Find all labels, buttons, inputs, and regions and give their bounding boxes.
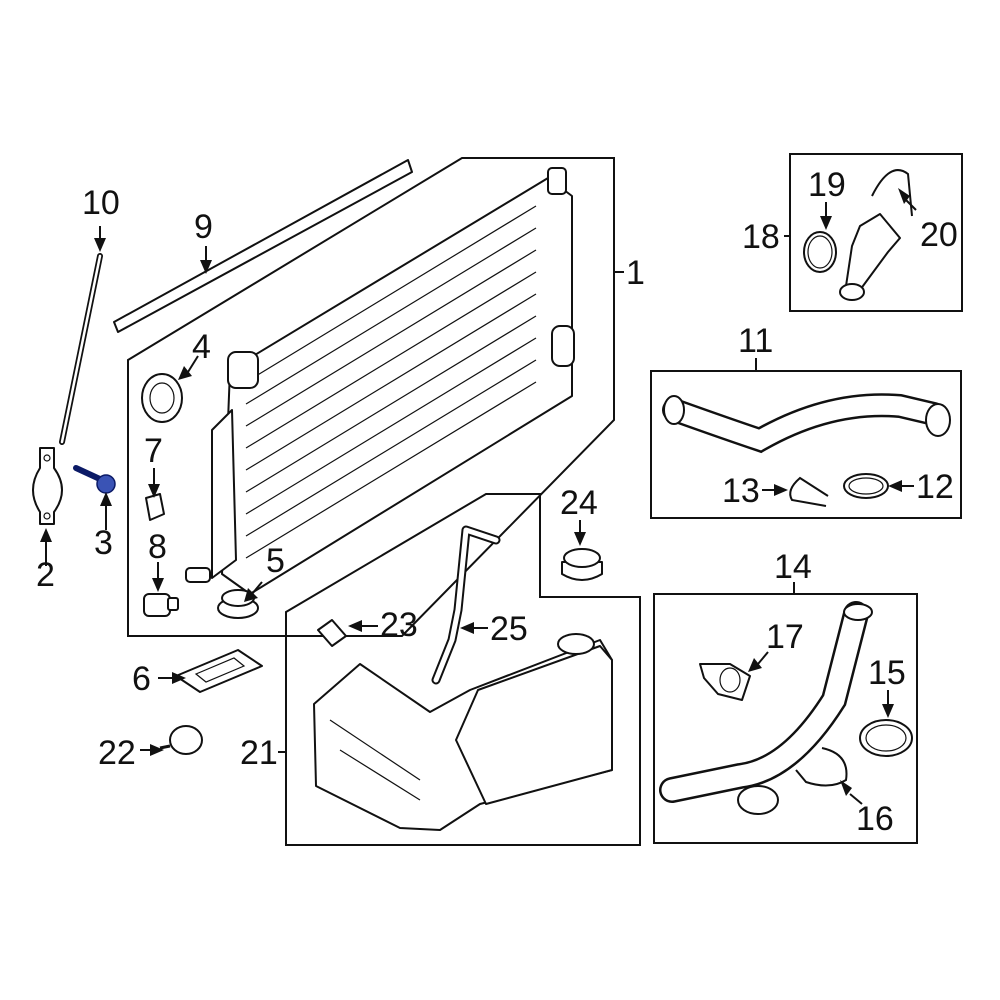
seal-strip[interactable] (113, 159, 413, 333)
thermostat-housing[interactable] (839, 213, 901, 301)
upper-hose-group-box (650, 370, 962, 519)
retainer-clip[interactable] (145, 493, 165, 521)
radiator-group-outline (127, 157, 615, 637)
radiator[interactable] (185, 167, 575, 595)
callout-21: 21 (240, 734, 278, 772)
callout-3: 3 (94, 524, 113, 562)
callout-15: 15 (868, 654, 906, 692)
callout-19: 19 (808, 166, 846, 204)
lower-hose-seal[interactable] (859, 719, 913, 757)
coolant-reservoir[interactable] (313, 633, 613, 831)
housing-clip[interactable] (871, 169, 913, 217)
thermostat-group-box (789, 153, 963, 312)
callout-11: 11 (738, 322, 773, 360)
radiator-grommet[interactable] (141, 373, 183, 423)
lower-hose-clip[interactable] (795, 747, 848, 787)
callout-8: 8 (148, 528, 167, 566)
lower-shield[interactable] (175, 649, 263, 693)
callout-25: 25 (490, 610, 528, 648)
callout-22: 22 (98, 734, 136, 772)
radiator-isolator[interactable] (217, 589, 259, 619)
callout-1: 1 (626, 254, 645, 292)
hose-clamp[interactable] (699, 663, 751, 701)
leader-lines (40, 188, 917, 805)
callout-16: 16 (856, 800, 894, 838)
callout-5: 5 (266, 542, 285, 580)
hose-clip[interactable] (789, 476, 829, 507)
drain-plug[interactable] (143, 593, 179, 617)
callout-6: 6 (132, 660, 151, 698)
callout-13: 13 (722, 472, 760, 510)
reservoir-clip[interactable] (317, 619, 347, 647)
thermostat-o-ring[interactable] (803, 231, 837, 273)
callout-18: 18 (742, 218, 780, 256)
callout-24: 24 (560, 484, 598, 522)
reservoir-group-outline (285, 493, 641, 846)
callout-7: 7 (144, 432, 163, 470)
mounting-bracket[interactable] (32, 447, 63, 525)
callout-2: 2 (36, 556, 55, 594)
bracket-bolt[interactable] (73, 465, 116, 494)
callout-10: 10 (82, 184, 120, 222)
callout-14: 14 (774, 548, 812, 586)
reservoir-cap[interactable] (561, 548, 603, 581)
callout-17: 17 (766, 618, 804, 656)
push-pin[interactable] (159, 725, 203, 755)
callout-20: 20 (920, 216, 958, 254)
callout-23: 23 (380, 606, 418, 644)
callout-4: 4 (192, 328, 211, 366)
callout-9: 9 (194, 208, 213, 246)
callout-12: 12 (916, 468, 954, 506)
lower-hose-group-box (653, 593, 918, 844)
